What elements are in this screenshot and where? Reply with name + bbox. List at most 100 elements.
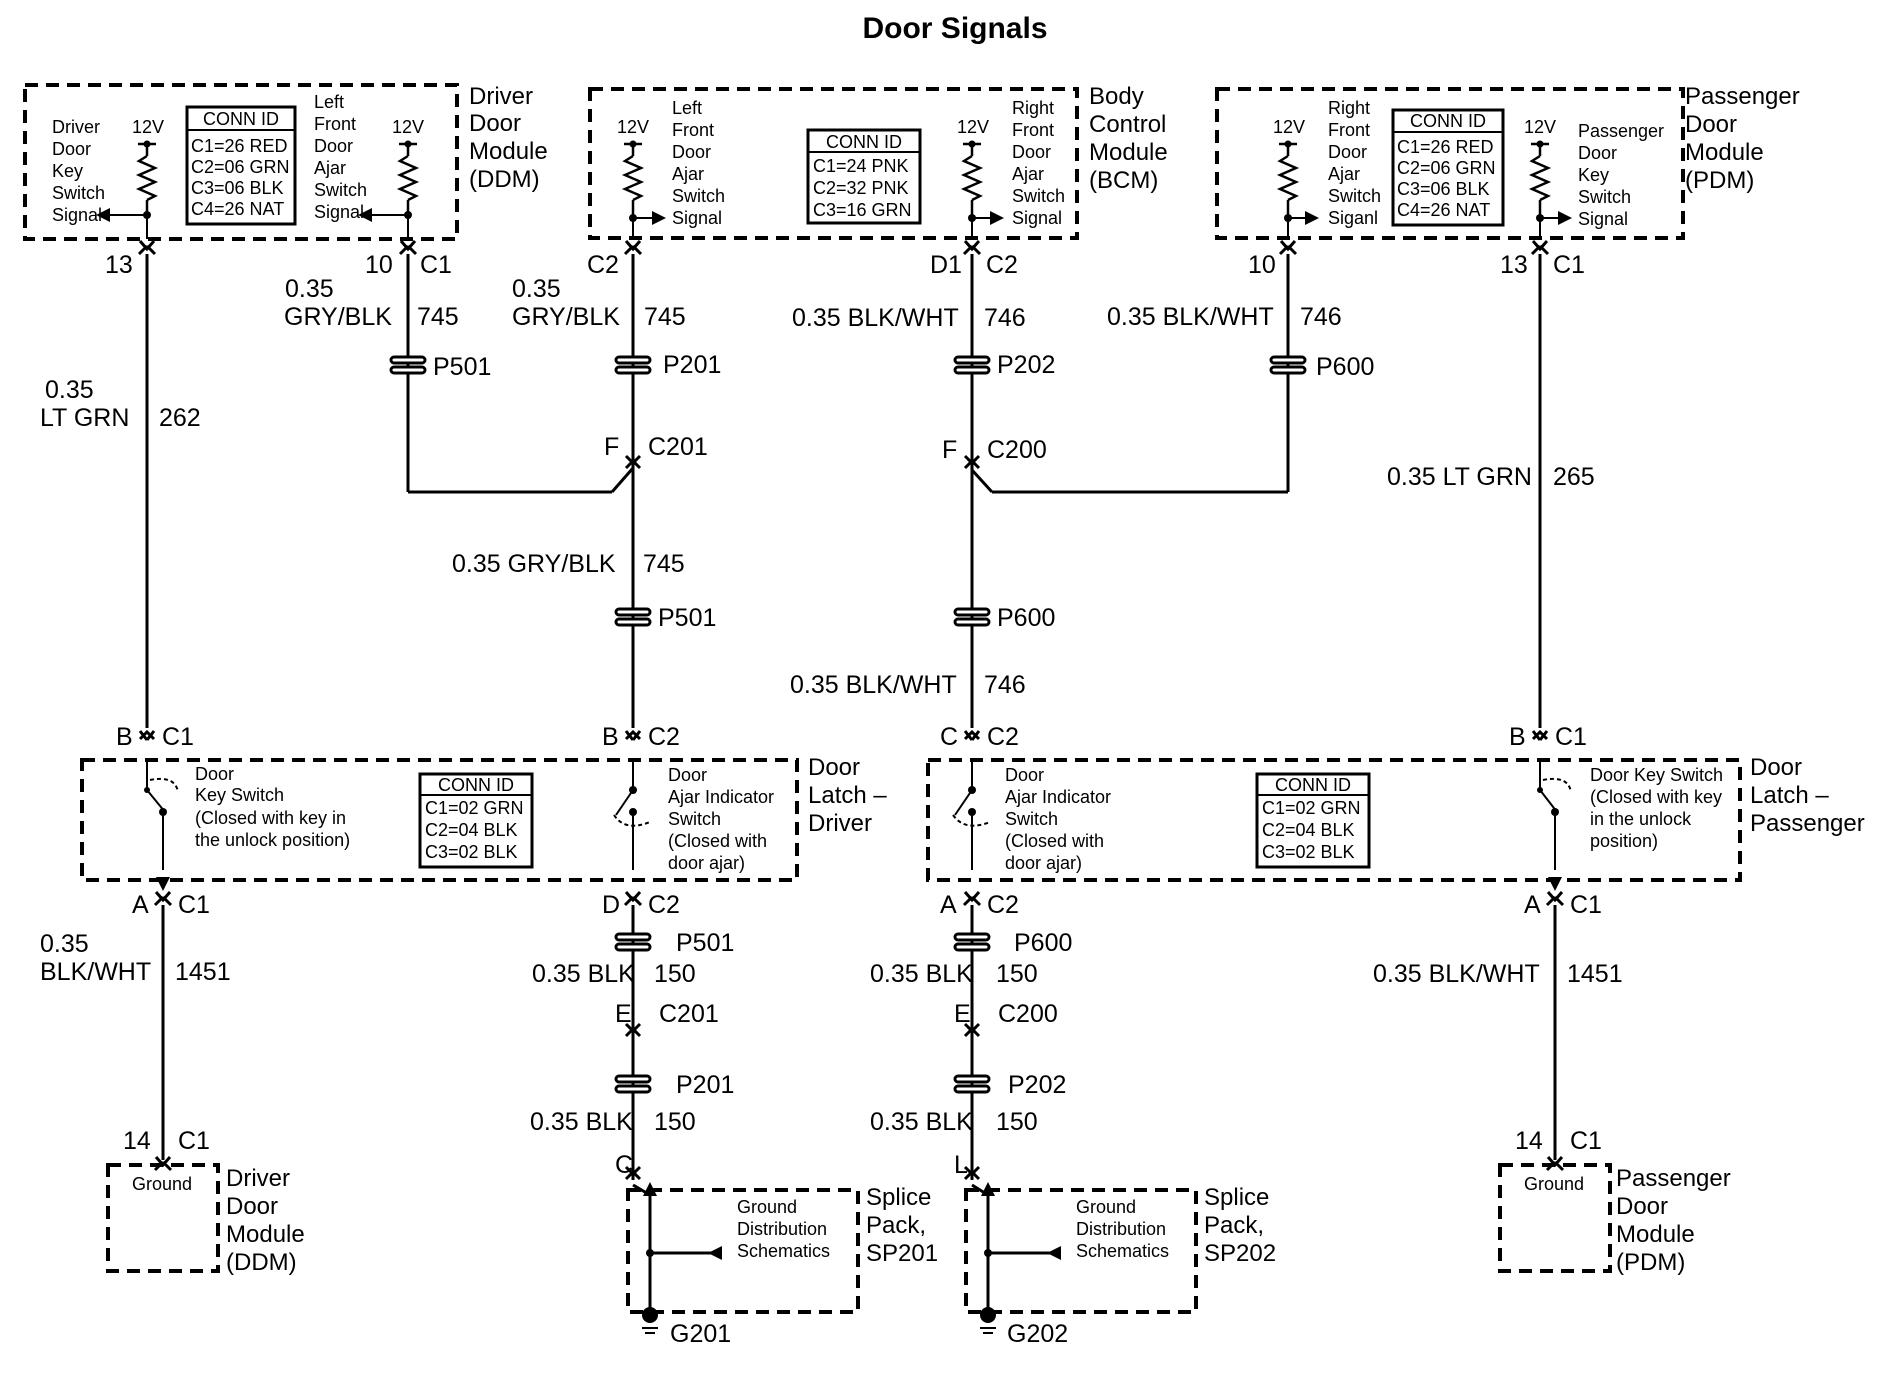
svg-text:SP202: SP202 <box>1204 1240 1276 1267</box>
pdm-ground-label: Ground <box>1524 1174 1584 1194</box>
svg-text:746: 746 <box>984 671 1026 699</box>
bcm-12v-right: 12V <box>957 117 989 137</box>
pin-dl-a: A <box>132 891 149 919</box>
svg-text:Door: Door <box>1012 142 1051 162</box>
svg-text:Driver: Driver <box>52 117 100 137</box>
driver-key-switch-label: Door Key Switch (Closed with key in the … <box>195 764 350 850</box>
svg-text:C3=02 BLK: C3=02 BLK <box>1262 842 1355 862</box>
svg-text:Left: Left <box>314 92 344 112</box>
splice-label-p202-top: P202 <box>997 351 1055 379</box>
driver-latch-conn-id-box: CONN ID C1=02 GRN C2=04 BLK C3=02 BLK <box>418 772 534 869</box>
driver-key-switch <box>144 760 179 891</box>
svg-text:(Closed with key: (Closed with key <box>1590 787 1722 807</box>
pin-pl-a-c2: C2 <box>987 891 1019 919</box>
bcm-resistor-left <box>622 139 644 216</box>
passenger-key-switch-label: Door Key Switch (Closed with key in the … <box>1590 765 1723 851</box>
ddm-conn-id-box: CONN ID C1=26 RED C2=06 GRN C3=06 BLK C4… <box>185 105 297 226</box>
sp201-box <box>626 1188 860 1314</box>
pdm-left-signal-label: Right Front Door Ajar Switch Siganl <box>1328 98 1381 228</box>
ddm-left-signal-label: Driver Door Key Switch Signal <box>52 117 105 225</box>
splice-label-p600-low: P600 <box>1014 929 1072 957</box>
g202-label: G202 <box>1007 1320 1068 1348</box>
svg-text:Driver: Driver <box>226 1165 290 1192</box>
svg-text:Signal: Signal <box>1578 209 1628 229</box>
bcm-arrow-right <box>990 211 1004 225</box>
sp202-name: Splice Pack, SP202 <box>1204 1184 1276 1267</box>
pdm-ground-name: Passenger Door Module (PDM) <box>1616 1165 1731 1276</box>
door-latch-passenger-box <box>926 758 1742 882</box>
svg-text:0.35 BLK/WHT: 0.35 BLK/WHT <box>790 671 957 699</box>
ddm-ground-name: Driver Door Module (DDM) <box>226 1165 305 1276</box>
svg-text:Front: Front <box>314 114 356 134</box>
svg-text:Module: Module <box>1616 1221 1695 1248</box>
svg-text:Switch: Switch <box>1328 186 1381 206</box>
pin-pl-c: C <box>940 723 958 751</box>
wire-label-265: 0.35 LT GRN 265 <box>1387 463 1595 491</box>
svg-text:150: 150 <box>996 1108 1038 1136</box>
svg-text:Module: Module <box>226 1221 305 1248</box>
c201-label: C201 <box>648 433 708 461</box>
pdm-12v-right: 12V <box>1524 117 1556 137</box>
svg-text:C2=32 PNK: C2=32 PNK <box>813 178 909 198</box>
svg-text:C1=26 RED: C1=26 RED <box>191 136 288 156</box>
svg-text:Schematics: Schematics <box>737 1241 830 1261</box>
pin-ddm-13: 13 <box>105 251 133 279</box>
svg-text:Switch: Switch <box>314 180 367 200</box>
svg-text:Splice: Splice <box>866 1184 931 1211</box>
svg-text:Pack,: Pack, <box>1204 1212 1264 1239</box>
svg-text:Latch –: Latch – <box>808 782 887 809</box>
bcm-module-box <box>588 87 1079 240</box>
svg-text:Signal: Signal <box>52 205 102 225</box>
pdm-conn-id-box: CONN ID C1=26 RED C2=06 GRN C3=06 BLK C4… <box>1391 108 1505 227</box>
wire-label-150-d: 0.35 BLK 150 <box>870 1108 1038 1136</box>
svg-text:Body: Body <box>1089 83 1144 110</box>
passenger-ajar-switch <box>952 760 991 870</box>
pin-pl-a2: A <box>1524 891 1541 919</box>
pdm-resistor-right <box>1529 139 1551 216</box>
svg-text:0.35 BLK: 0.35 BLK <box>870 960 973 988</box>
svg-text:C1=02 GRN: C1=02 GRN <box>1262 798 1361 818</box>
wire-label-746-pdm: 0.35 BLK/WHT 746 <box>1107 303 1342 331</box>
pin-dl-d-c2: C2 <box>648 891 680 919</box>
svg-text:Door: Door <box>469 110 521 137</box>
pdm-12v-left: 12V <box>1273 117 1305 137</box>
bcm-left-signal-label: Left Front Door Ajar Switch Signal <box>672 98 725 228</box>
svg-text:(Closed with: (Closed with <box>668 831 767 851</box>
wire-label-746-mid: 0.35 BLK/WHT 746 <box>790 671 1026 699</box>
svg-text:SP201: SP201 <box>866 1240 938 1267</box>
svg-text:0.35 BLK/WHT: 0.35 BLK/WHT <box>1107 303 1274 331</box>
svg-text:C1=02 GRN: C1=02 GRN <box>425 798 524 818</box>
svg-text:Door: Door <box>1005 765 1044 785</box>
svg-text:745: 745 <box>644 303 686 331</box>
c200-pin-f: F <box>942 436 957 464</box>
svg-text:Passenger: Passenger <box>1750 810 1865 837</box>
wire-label-262: 0.35 LT GRN 262 <box>40 376 201 432</box>
svg-text:0.35 BLK: 0.35 BLK <box>870 1108 973 1136</box>
svg-text:Front: Front <box>1328 120 1370 140</box>
svg-text:0.35: 0.35 <box>45 376 94 404</box>
c201-low-pin-e: E <box>615 1000 632 1028</box>
ddm-ground-label: Ground <box>132 1174 192 1194</box>
wire-label-1451-right: 0.35 BLK/WHT 1451 <box>1373 960 1623 988</box>
ddm-12v-right: 12V <box>392 117 424 137</box>
pdm-arrow-right <box>1558 211 1572 225</box>
bcm-resistor-right <box>961 139 983 216</box>
c201-low-label: C201 <box>659 1000 719 1028</box>
wire-label-745-mid: 0.35 GRY/BLK 745 <box>452 550 685 578</box>
svg-text:Front: Front <box>672 120 714 140</box>
sp202-pin-l: L <box>954 1151 968 1179</box>
svg-text:Switch: Switch <box>1005 809 1058 829</box>
svg-text:C2=06 GRN: C2=06 GRN <box>1397 158 1496 178</box>
svg-text:Switch: Switch <box>1012 186 1065 206</box>
splice-label-p201-top: P201 <box>663 351 721 379</box>
pin-ddm-c1: C1 <box>420 251 452 279</box>
svg-text:Door: Door <box>1685 111 1737 138</box>
pin-dl-c2: C2 <box>648 723 680 751</box>
svg-text:0.35 BLK: 0.35 BLK <box>530 1108 633 1136</box>
ddm-module-name: Driver Door Module (DDM) <box>469 83 548 193</box>
pin-bcm-d1: D1 <box>930 251 962 279</box>
svg-text:door ajar): door ajar) <box>668 853 745 873</box>
svg-text:Signal: Signal <box>672 208 722 228</box>
wire-label-746-bcm: 0.35 BLK/WHT 746 <box>792 304 1026 332</box>
svg-text:0.35: 0.35 <box>285 275 334 303</box>
